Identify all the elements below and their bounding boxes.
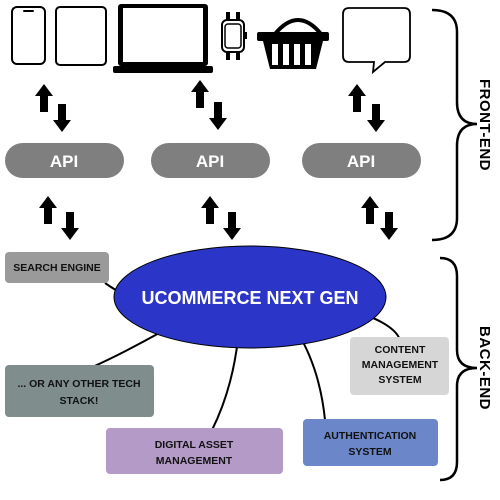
cms-label-line3: SYSTEM (378, 374, 421, 386)
other-tech-label-line1: ... OR ANY OTHER TECH (17, 378, 140, 390)
api-pill-2: API (151, 143, 270, 178)
api-label: API (196, 152, 224, 171)
digital-asset-label-line1: DIGITAL ASSET (155, 439, 234, 451)
back-end-label: BACK-END (476, 326, 493, 410)
search-engine-box: SEARCH ENGINE (5, 252, 109, 283)
arrow-pair-3-top (348, 84, 385, 132)
laptop-icon (113, 4, 213, 73)
speech-bubble-icon (342, 7, 411, 75)
arrow-pair-1-bottom (39, 196, 79, 240)
search-engine-label: SEARCH ENGINE (13, 262, 101, 274)
other-tech-box: ... OR ANY OTHER TECH STACK! (5, 365, 154, 417)
authentication-box: AUTHENTICATION SYSTEM (303, 419, 438, 466)
arrow-pair-1-top (35, 84, 71, 132)
api-label: API (50, 152, 78, 171)
smartwatch-icon (221, 12, 247, 60)
shopping-basket-icon (257, 18, 329, 69)
core-platform-ellipse: UCOMMERCE NEXT GEN (113, 245, 387, 349)
digital-asset-label-line2: MANAGEMENT (156, 455, 233, 467)
api-label: API (347, 152, 375, 171)
front-end-label: FRONT-END (476, 79, 493, 171)
cms-box: CONTENT MANAGEMENT SYSTEM (350, 337, 449, 395)
other-tech-label-line2: STACK! (60, 395, 99, 407)
api-pill-1: API (5, 143, 124, 178)
tablet-icon (55, 6, 107, 66)
back-end-brace (439, 256, 478, 482)
arrow-pair-3-bottom (361, 196, 398, 240)
front-end-brace (431, 8, 478, 242)
cms-label-line2: MANAGEMENT (362, 359, 439, 371)
cms-label-line1: CONTENT (375, 344, 426, 356)
digital-asset-box: DIGITAL ASSET MANAGEMENT (106, 428, 283, 474)
core-platform-label: UCOMMERCE NEXT GEN (141, 288, 358, 308)
arrow-pair-2-bottom (201, 196, 241, 240)
phone-icon (11, 6, 46, 65)
authentication-label-line1: AUTHENTICATION (324, 430, 417, 442)
arrow-pair-2-top (191, 80, 227, 130)
authentication-label-line2: SYSTEM (348, 446, 391, 458)
api-pill-3: API (302, 143, 421, 178)
